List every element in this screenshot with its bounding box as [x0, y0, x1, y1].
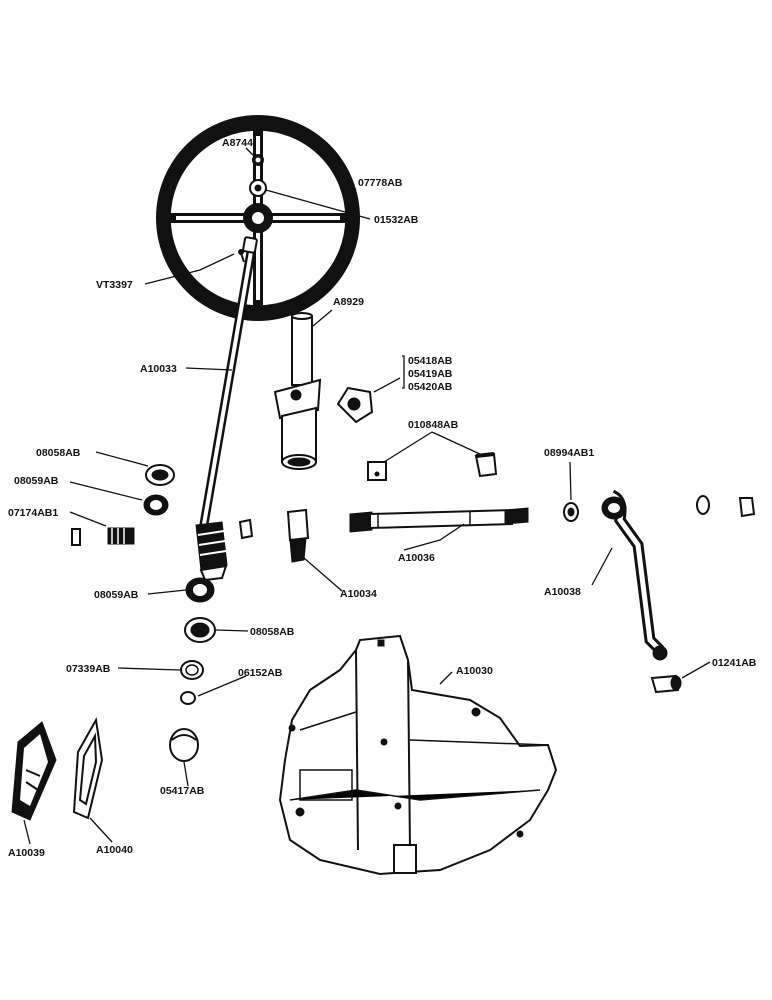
label-vt3397: VT3397	[96, 279, 133, 291]
label-08059ab-upper: 08059AB	[14, 475, 59, 487]
label-a10038: A10038	[544, 586, 581, 598]
washer-08994ab1	[563, 502, 579, 522]
label-07778ab: 07778AB	[358, 177, 403, 189]
pitman-arm	[601, 489, 668, 661]
arm-nut	[738, 497, 756, 518]
bearing-cup-08058ab-upper	[145, 464, 175, 486]
sector-shaft	[349, 507, 529, 533]
bearing-08059ab-lower	[185, 577, 215, 603]
label-05419ab: 05419AB	[408, 368, 453, 380]
fitting-07174ab1	[71, 527, 135, 546]
label-01241ab: 01241AB	[712, 657, 757, 669]
adjusting-screw	[286, 508, 310, 563]
cover-plate	[11, 721, 57, 821]
label-a10030: A10030	[456, 665, 493, 677]
label-08058ab-upper: 08058AB	[36, 447, 81, 459]
label-a10033: A10033	[140, 363, 177, 375]
label-a8929: A8929	[333, 296, 364, 308]
label-a10040: A10040	[96, 844, 133, 856]
flange-gasket	[336, 386, 374, 424]
leader-lines	[23, 147, 711, 845]
plug-05417ab	[169, 728, 199, 762]
gear-housing	[278, 634, 558, 876]
label-05420ab: 05420AB	[408, 381, 453, 393]
grease-fitting-01241ab	[650, 674, 682, 694]
steering-wheel	[156, 115, 360, 321]
label-05418ab: 05418AB	[408, 355, 453, 367]
shaft-nut	[238, 518, 254, 540]
bearing-08059ab-upper	[143, 494, 169, 516]
worm-gear	[195, 521, 228, 582]
label-010848ab: 010848AB	[408, 419, 459, 431]
label-08994ab1: 08994AB1	[544, 447, 594, 459]
label-07339ab: 07339AB	[66, 663, 111, 675]
washer-06152ab	[180, 691, 196, 705]
bushing-right	[474, 452, 498, 478]
pin-vt3397	[238, 249, 245, 263]
lock-washer	[696, 495, 710, 515]
washer-01532ab	[249, 179, 267, 197]
label-a10039: A10039	[8, 847, 45, 859]
label-08058ab-lower: 08058AB	[250, 626, 295, 638]
label-a10036: A10036	[398, 552, 435, 564]
column-tube	[273, 312, 322, 470]
bearing-cup-08058ab-lower	[184, 617, 216, 643]
label-a8744: A8744	[222, 137, 253, 149]
label-a10034: A10034	[340, 588, 377, 600]
shim-07339ab	[180, 660, 204, 680]
label-05417ab: 05417AB	[160, 785, 205, 797]
part-labels: A8744 07778AB 01532AB VT3397 A8929 A1003…	[8, 137, 757, 859]
steering-shaft	[198, 236, 258, 531]
label-08059ab-lower: 08059AB	[94, 589, 139, 601]
label-07174ab1: 07174AB1	[8, 507, 58, 519]
label-01532ab: 01532AB	[374, 214, 419, 226]
bushing-left	[367, 461, 387, 481]
cover-gasket	[72, 716, 104, 820]
label-06152ab: 06152AB	[238, 667, 283, 679]
